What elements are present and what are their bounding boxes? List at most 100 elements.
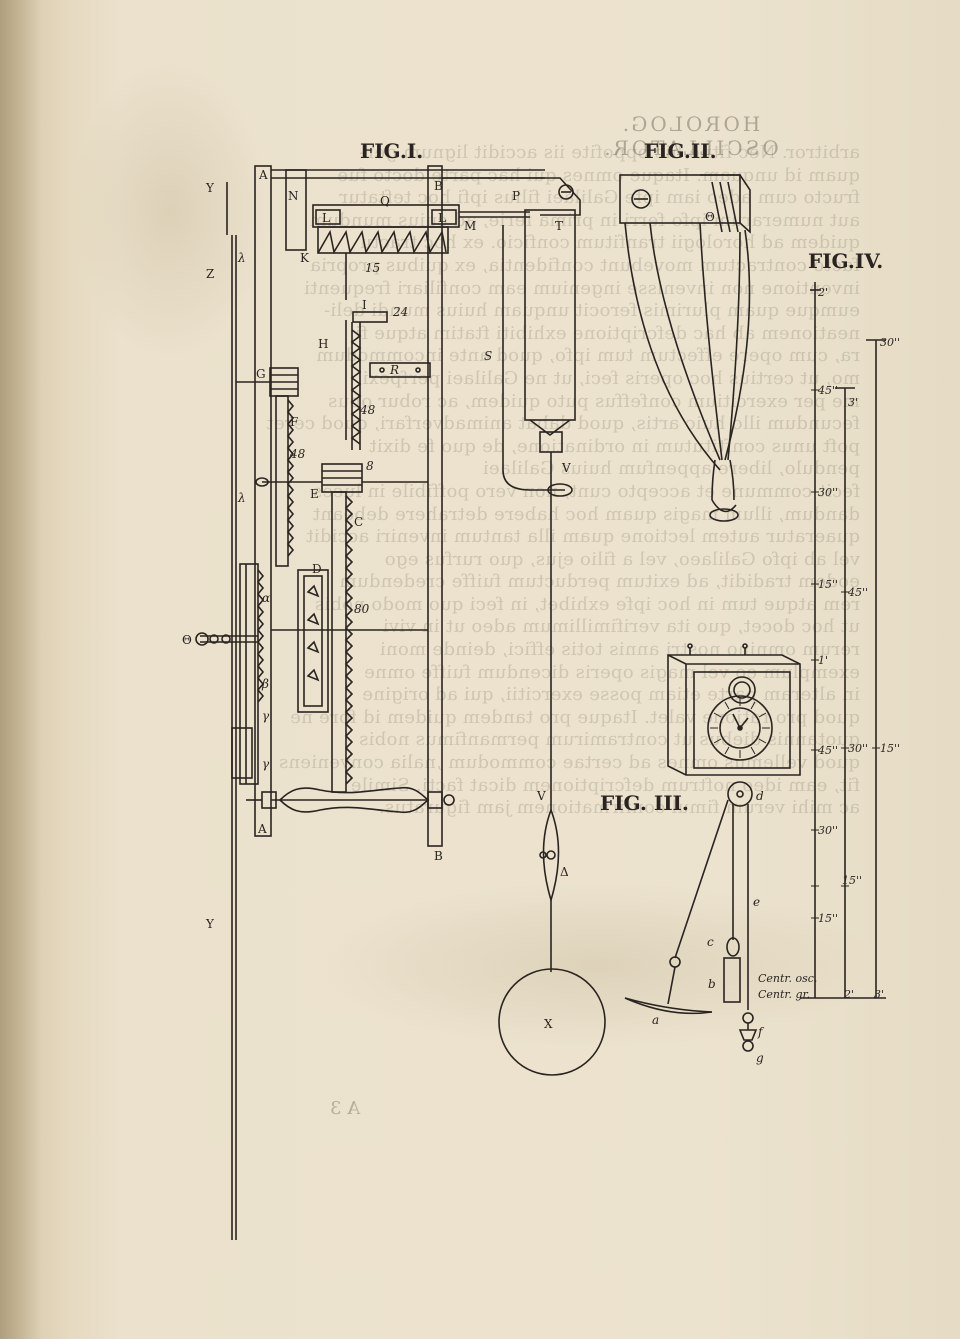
svg-text:45'': 45'' [817, 384, 838, 397]
figure-1: FIG.I. [182, 139, 545, 1240]
svg-text:L: L [438, 211, 446, 225]
svg-text:α: α [262, 591, 270, 605]
fig1-title: FIG.I. [360, 139, 423, 163]
svg-text:A: A [258, 168, 268, 182]
svg-text:3': 3' [848, 396, 858, 409]
svg-text:8: 8 [366, 459, 374, 473]
pulley-d [727, 781, 753, 807]
svg-text:Θ: Θ [182, 633, 192, 647]
svg-text:Q: Q [380, 194, 390, 208]
plate-a-pillar [254, 165, 272, 837]
svg-text:P: P [512, 189, 520, 203]
drum-d [297, 569, 329, 713]
svg-text:Centr. osc.: Centr. osc. [758, 972, 817, 985]
svg-text:D: D [312, 562, 322, 576]
svg-text:30'': 30'' [818, 486, 838, 499]
svg-text:G: G [256, 367, 266, 381]
wheel-f [275, 395, 289, 567]
fig4-title: FIG.IV. [808, 249, 883, 273]
dial-hour-marks [710, 698, 770, 758]
svg-text:V: V [561, 461, 571, 475]
svg-text:X: X [544, 1017, 553, 1031]
svg-text:λ: λ [237, 251, 246, 265]
contrate-wheel-teeth [350, 329, 362, 445]
svg-text:48: 48 [289, 447, 306, 461]
svg-text:15'': 15'' [818, 912, 838, 925]
svg-text:30'': 30'' [848, 742, 868, 755]
svg-text:Y: Y [205, 917, 215, 931]
svg-text:48: 48 [359, 403, 376, 417]
pendulum-bob-x [498, 968, 606, 1076]
svg-text:Y: Y [205, 181, 215, 195]
svg-text:B: B [434, 179, 443, 193]
svg-text:β: β [261, 677, 269, 691]
arbor-omega [195, 632, 209, 646]
box-l1 [315, 209, 341, 225]
svg-text:C: C [354, 515, 363, 529]
weight-b [723, 957, 741, 1003]
svg-text:45'': 45'' [817, 744, 838, 757]
svg-text:Θ: Θ [705, 210, 715, 224]
svg-text:c: c [707, 935, 714, 949]
svg-text:3': 3' [874, 988, 884, 1001]
svg-text:15'': 15'' [818, 578, 838, 591]
figure-4: FIG.IV. 2' 45'' 30'' 15'' 1' 4 [758, 249, 900, 1001]
svg-text:15: 15 [365, 261, 380, 275]
pendulum-arc-a [624, 997, 713, 1015]
clock-case [667, 654, 801, 776]
svg-text:a: a [652, 1013, 659, 1027]
remontoire-frame [239, 563, 259, 785]
svg-text:γ: γ [262, 757, 270, 771]
svg-text:f: f [757, 1025, 765, 1039]
svg-text:γ: γ [262, 709, 270, 723]
svg-text:2': 2' [817, 286, 828, 299]
cheek-housing-t [524, 209, 576, 421]
svg-text:K: K [300, 251, 310, 265]
svg-text:N: N [288, 189, 299, 203]
wheel-c [331, 491, 347, 793]
svg-text:15'': 15'' [880, 742, 900, 755]
arm-p [442, 177, 581, 216]
paper-stain [320, 880, 880, 1050]
svg-text:e: e [753, 895, 760, 909]
svg-text:45'': 45'' [847, 586, 868, 599]
svg-text:30'': 30'' [818, 824, 838, 837]
plate-b-pillar [427, 165, 443, 847]
fig2-title: FIG.II. [644, 139, 717, 163]
svg-text:1': 1' [818, 654, 828, 667]
box-l2 [431, 209, 457, 225]
svg-text:80: 80 [354, 602, 370, 616]
svg-text:E: E [310, 487, 319, 501]
weight-f [738, 1029, 758, 1041]
svg-text:d: d [756, 789, 764, 803]
svg-text:I: I [362, 298, 367, 312]
svg-text:L: L [322, 211, 330, 225]
cycloid-cheek-block [619, 174, 741, 224]
svg-text:S: S [484, 349, 492, 363]
pinion-i [352, 311, 388, 323]
svg-text:g: g [756, 1051, 764, 1065]
svg-text:Centr. gr.: Centr. gr. [758, 988, 810, 1001]
svg-text:24: 24 [392, 305, 408, 319]
svg-text:M: M [464, 219, 476, 233]
figure-3: FIG. III. [600, 643, 801, 1065]
crown-wheel-teeth [317, 229, 447, 255]
clock-dial [707, 695, 773, 761]
svg-text:2': 2' [843, 988, 854, 1001]
page-edge-shadow [0, 0, 70, 1339]
bracket-r [369, 362, 431, 378]
svg-text:Z: Z [206, 267, 214, 281]
cycloid-cheek-right [724, 229, 751, 461]
svg-text:b: b [708, 977, 716, 991]
svg-text:V: V [536, 789, 546, 803]
svg-text:A: A [257, 822, 267, 836]
svg-text:F: F [290, 415, 298, 429]
svg-text:15'': 15'' [842, 874, 862, 887]
fig3-title: FIG. III. [600, 791, 689, 815]
svg-text:R: R [389, 363, 399, 377]
scale-ticks [811, 389, 880, 919]
cycloid-cheek-left [649, 222, 721, 461]
pendulum-rod-3 [674, 799, 729, 959]
